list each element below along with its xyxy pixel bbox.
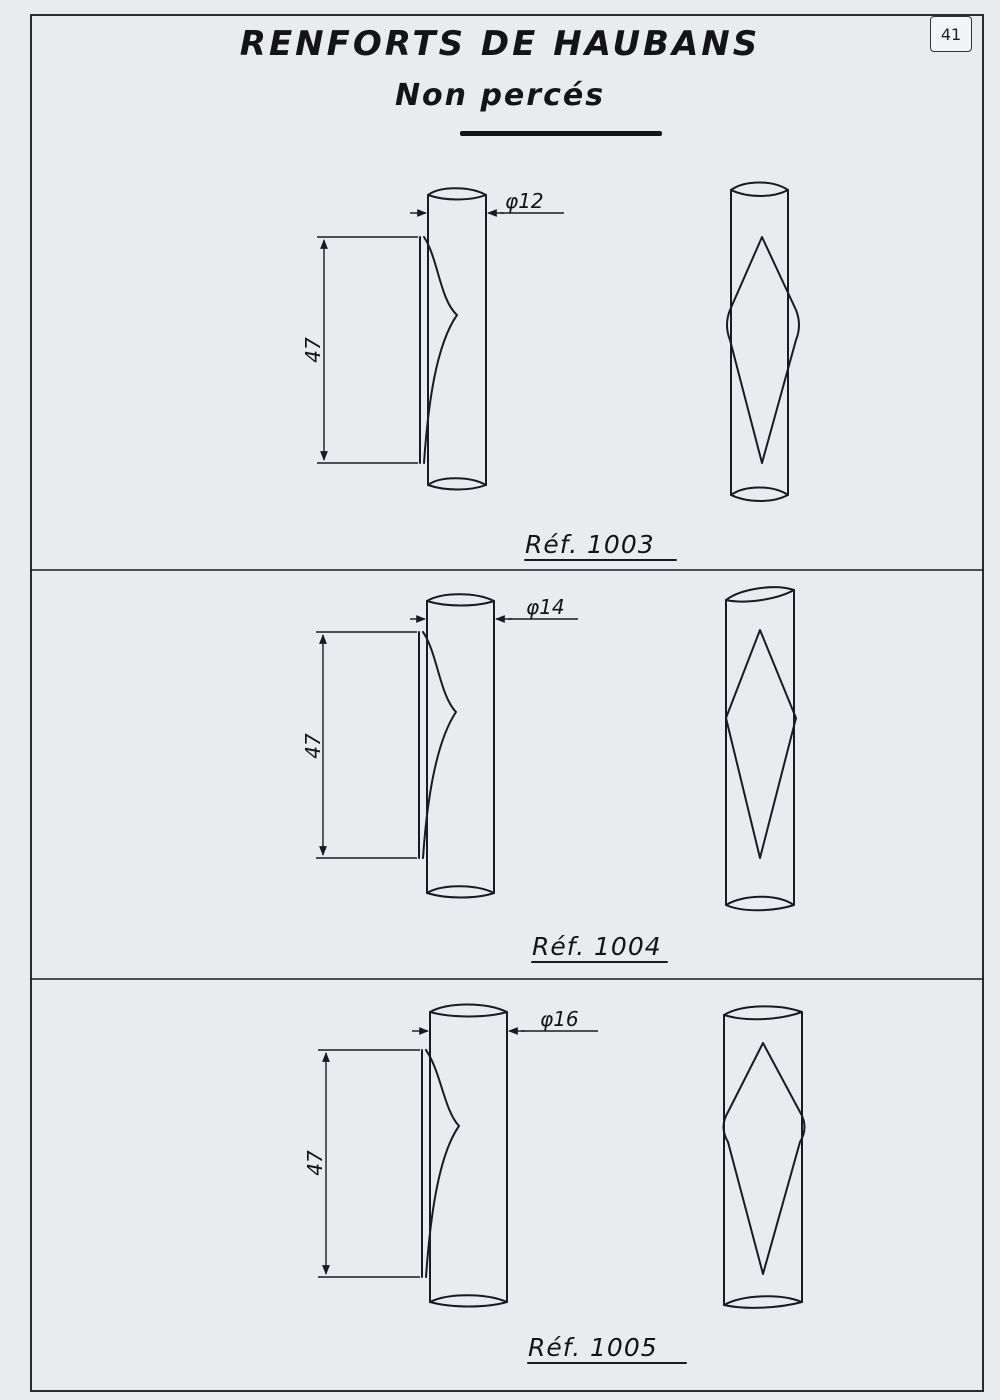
page-number: 41 (930, 16, 972, 52)
page-title: RENFORTS DE HAUBANS (239, 24, 761, 64)
front-view (722, 1005, 806, 1309)
side-view (317, 187, 564, 491)
diameter-label: φ16 (540, 1007, 579, 1031)
reference-label: Réf. 1003 (525, 530, 655, 559)
side-view (318, 1003, 598, 1308)
front-view (725, 586, 797, 912)
length-label: 47 (301, 337, 325, 363)
length-label: 47 (303, 1150, 327, 1176)
part-1003: φ12 47 Réf. 1003 (301, 181, 800, 561)
part-1004: φ14 47 Réf. 1004 (301, 586, 797, 963)
reference-label: Réf. 1004 (532, 932, 662, 961)
side-view (316, 593, 578, 899)
part-1005: φ16 47 Réf. 1005 (303, 1003, 806, 1364)
page-subtitle: Non percés (394, 78, 606, 113)
front-view (726, 181, 800, 502)
reference-label: Réf. 1005 (528, 1333, 658, 1362)
diameter-label: φ14 (526, 595, 565, 619)
length-label: 47 (301, 733, 325, 759)
diameter-label: φ12 (505, 189, 544, 213)
subtitle-underline (460, 131, 662, 136)
sheet-frame (30, 14, 984, 1392)
